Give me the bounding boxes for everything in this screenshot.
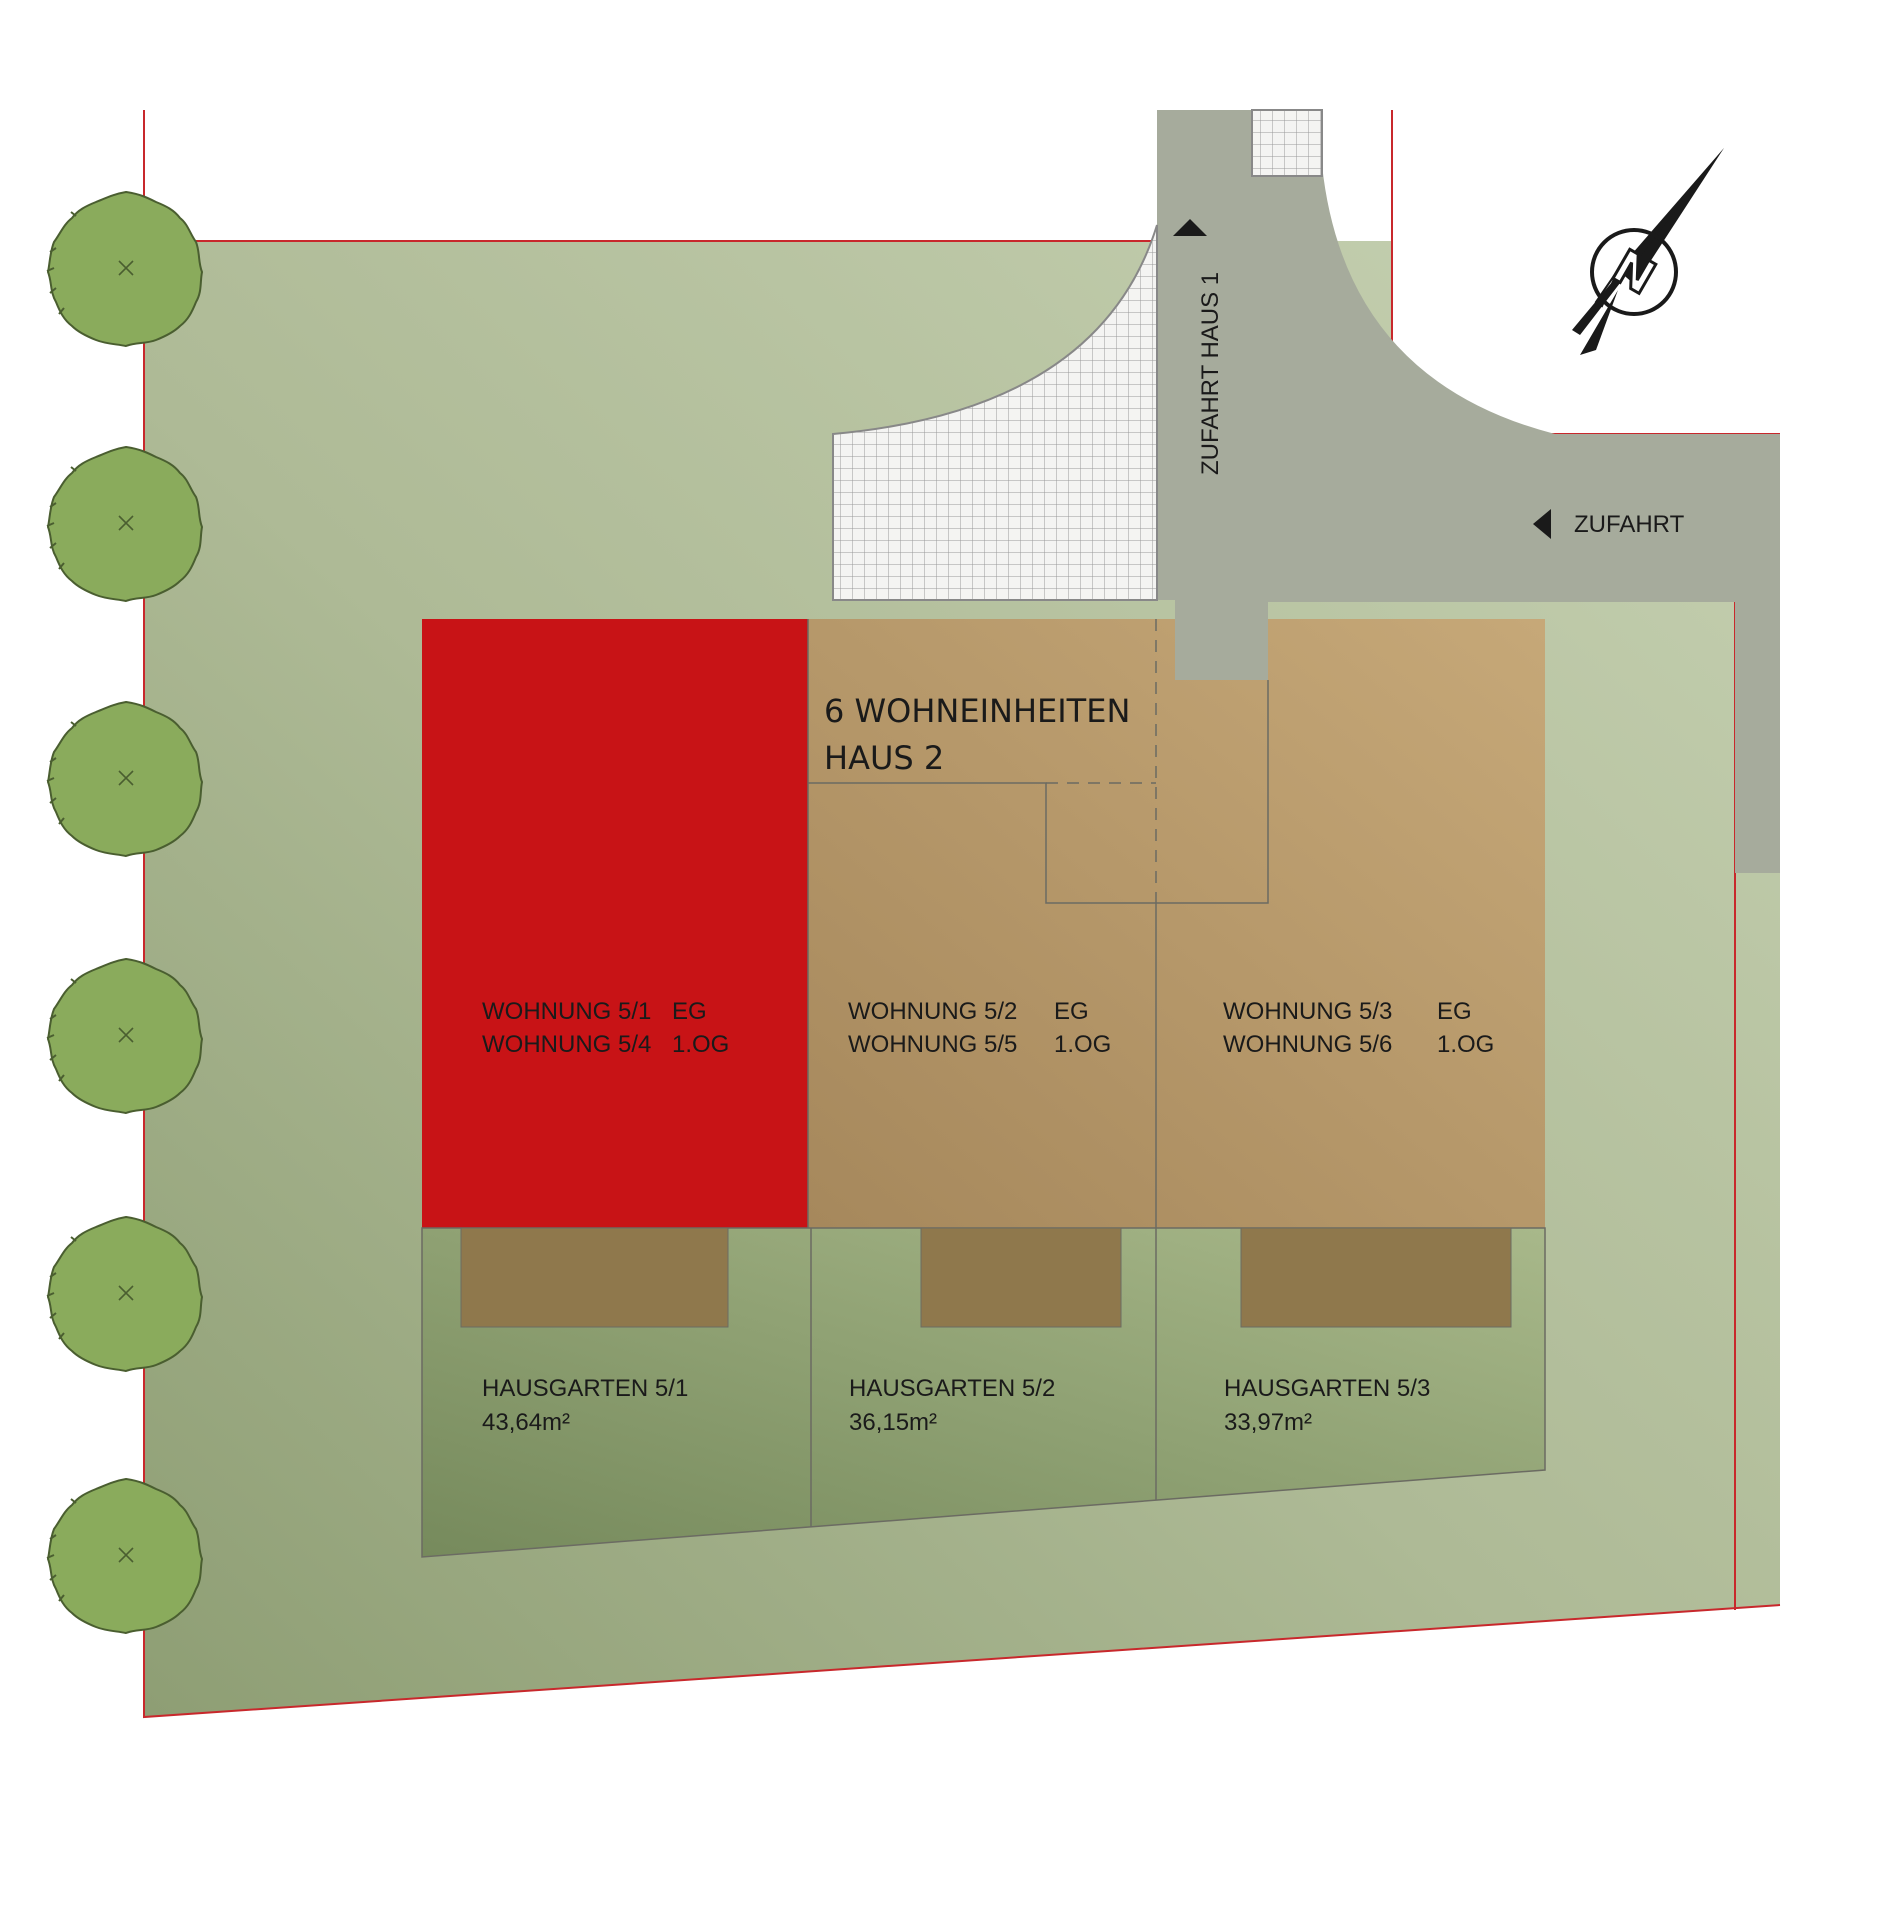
access-label: ZUFAHRT <box>1574 511 1685 538</box>
unit-level: EG <box>1054 998 1089 1025</box>
property-line <box>143 110 1781 1719</box>
driveway-road <box>1157 110 1780 873</box>
garden-area: 33,97m² <box>1224 1409 1312 1436</box>
garden-area: 36,15m² <box>849 1409 937 1436</box>
building-lines <box>807 619 1269 1228</box>
unit-name: WOHNUNG 5/6 <box>1223 1031 1392 1058</box>
property-line-corner <box>1391 110 1780 435</box>
garden-name: HAUSGARTEN 5/3 <box>1224 1375 1430 1402</box>
terrace <box>920 1227 1122 1328</box>
arrow-left-icon <box>1533 509 1551 539</box>
building-subtitle: HAUS 2 <box>824 739 944 777</box>
unit-level: EG <box>672 998 707 1025</box>
terrace <box>1240 1227 1512 1328</box>
building-units <box>808 619 1545 1228</box>
terrace <box>460 1227 729 1328</box>
garden-area: 43,64m² <box>482 1409 570 1436</box>
tree-icon <box>46 446 203 602</box>
building-unit-highlight <box>422 619 808 1228</box>
unit-level: EG <box>1437 998 1472 1025</box>
tree-icon <box>46 1478 203 1634</box>
unit-label-group: WOHNUNG 5/3 EG WOHNUNG 5/6 1.OG <box>1223 998 1494 1058</box>
driveway-label: ZUFAHRT HAUS 1 <box>1197 272 1224 475</box>
garden-name: HAUSGARTEN 5/2 <box>849 1375 1055 1402</box>
tree-icon <box>46 701 203 857</box>
unit-level: 1.OG <box>1054 1031 1111 1058</box>
unit-name: WOHNUNG 5/4 <box>482 1031 651 1058</box>
north-arrow-icon: N <box>1572 148 1724 355</box>
unit-name: WOHNUNG 5/5 <box>848 1031 1017 1058</box>
garden-name: HAUSGARTEN 5/1 <box>482 1375 688 1402</box>
tree-icon <box>46 1216 203 1372</box>
paved-strip <box>1251 109 1323 177</box>
unit-name: WOHNUNG 5/3 <box>1223 998 1392 1025</box>
unit-label-group: WOHNUNG 5/2 EG WOHNUNG 5/5 1.OG <box>848 998 1111 1058</box>
tree-icon <box>46 191 203 347</box>
unit-level: 1.OG <box>672 1031 729 1058</box>
unit-name: WOHNUNG 5/1 <box>482 998 651 1025</box>
unit-label-group: WOHNUNG 5/1 EG WOHNUNG 5/4 1.OG <box>482 998 729 1058</box>
unit-level: 1.OG <box>1437 1031 1494 1058</box>
paved-area <box>832 224 1158 601</box>
arrow-up-icon <box>1173 219 1207 236</box>
unit-name: WOHNUNG 5/2 <box>848 998 1017 1025</box>
building-title: 6 WOHNEINHEITEN <box>824 692 1130 730</box>
tree-icon <box>46 958 203 1114</box>
